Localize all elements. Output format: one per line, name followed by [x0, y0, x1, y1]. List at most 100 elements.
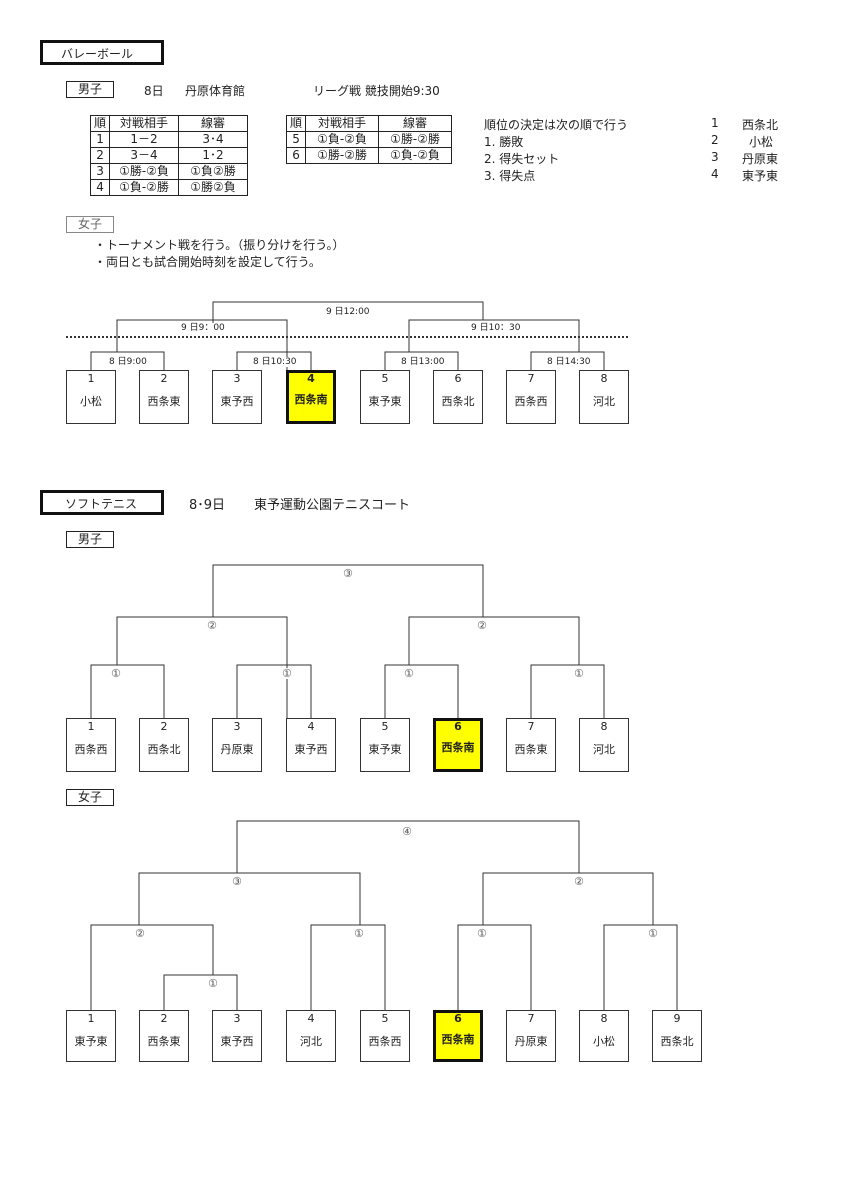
team-box: 5 東予東	[360, 718, 410, 772]
team-number: 6	[454, 372, 462, 385]
round-marker: ①	[207, 977, 219, 990]
ranking-rule: 3. 得失点	[484, 169, 536, 183]
table-cell: ①負②勝	[178, 163, 249, 180]
round-marker: ①	[281, 667, 293, 680]
standing-rank: 4	[711, 167, 719, 181]
team-box: 3 丹原東	[212, 718, 262, 772]
vb-boys-format: リーグ戦 競技開始9:30	[313, 84, 440, 98]
team-number: 3	[233, 372, 241, 385]
table-row: 6 ①勝-②勝 ①負-②負	[285, 147, 453, 164]
match-time-label: 8 日10:30	[251, 357, 299, 367]
team-box: 3 東予西	[212, 370, 262, 424]
team-number: 1	[87, 1012, 95, 1025]
match-time-label: 9 日9：00	[179, 323, 227, 333]
vb-boys-schedule-table-1: 順 対戦相手 線審 1 1－2 3･4 2 3－4 1･2 3 ①勝-②負 ①負…	[89, 115, 249, 196]
team-box: 8 小松	[579, 1010, 629, 1062]
vb-boys-day: 8日	[144, 84, 164, 98]
team-number: 8	[600, 720, 608, 733]
volleyball-section-title: バレーボール	[40, 40, 164, 65]
team-name: 河北	[593, 395, 615, 408]
team-name: 西条西	[74, 743, 108, 756]
team-box: 2 西条東	[139, 1010, 189, 1062]
team-box: 2 西条北	[139, 718, 189, 772]
team-number: 1	[87, 720, 95, 733]
team-name: 西条北	[147, 743, 181, 756]
team-box: 4 東予西	[286, 718, 336, 772]
standing-team: 西条北	[742, 118, 779, 132]
table-cell: 対戦相手	[109, 115, 180, 132]
team-name: 丹原東	[514, 1035, 548, 1048]
team-number: 6	[454, 720, 462, 733]
match-time-label: 8 日14:30	[545, 357, 593, 367]
vb-boys-schedule-table-2: 順 対戦相手 線審 5 ①負-②負 ①勝-②勝 6 ①勝-②勝 ①負-②負	[285, 115, 453, 164]
team-name: 小松	[80, 395, 102, 408]
table-cell: ①勝-②勝	[305, 147, 380, 164]
team-number: 5	[381, 1012, 389, 1025]
team-box: 7 西条東	[506, 718, 556, 772]
vb-girls-note: ・トーナメント戦を行う。（振り分けを行う。）	[94, 238, 345, 252]
team-name: 河北	[593, 743, 615, 756]
team-name: 西条東	[147, 395, 181, 408]
table-cell: 順	[285, 115, 307, 132]
table-row: 3 ①勝-②負 ①負②勝	[89, 163, 249, 180]
team-box: 5 西条西	[360, 1010, 410, 1062]
team-box: 3 東予西	[212, 1010, 262, 1062]
softtennis-venue: 東予運動公園テニスコート	[254, 498, 411, 513]
vb-girls-note: ・両日とも試合開始時刻を設定して行う。	[94, 255, 321, 269]
team-name: 小松	[593, 1035, 615, 1048]
table-header-row: 順 対戦相手 線審	[89, 115, 249, 132]
vb-boys-label: 男子	[66, 81, 114, 98]
table-cell: ①負-②勝	[109, 179, 180, 196]
team-box: 8 河北	[579, 370, 629, 424]
round-marker: ②	[134, 927, 146, 940]
match-time-label: 9 日10：30	[469, 323, 523, 333]
round-marker: ②	[476, 619, 488, 632]
team-box-highlighted: 6 西条南	[433, 1010, 483, 1062]
round-marker: ①	[573, 667, 585, 680]
standing-team: 東予東	[742, 169, 779, 183]
team-name: 西条南	[441, 741, 475, 754]
team-number: 2	[160, 1012, 168, 1025]
team-name: 西条東	[514, 743, 548, 756]
table-cell: ①勝-②負	[109, 163, 180, 180]
round-marker: ③	[231, 875, 243, 888]
round-marker: ④	[401, 825, 413, 838]
round-marker: ①	[476, 927, 488, 940]
team-box: 2 西条東	[139, 370, 189, 424]
standing-rank: 2	[711, 133, 719, 147]
team-box: 1 西条西	[66, 718, 116, 772]
round-marker: ③	[342, 567, 354, 580]
team-number: 1	[87, 372, 95, 385]
team-name: 西条北	[441, 395, 475, 408]
team-name: 西条東	[147, 1035, 181, 1048]
team-name: 河北	[300, 1035, 322, 1048]
table-cell: 6	[285, 147, 307, 164]
round-marker: ②	[573, 875, 585, 888]
softtennis-days: 8･9日	[189, 498, 226, 513]
match-time-label: 8 日9:00	[107, 357, 149, 367]
standing-team: 丹原東	[742, 152, 779, 166]
vb-girls-label: 女子	[66, 216, 114, 233]
team-name: 東予東	[368, 395, 402, 408]
team-box: 1 小松	[66, 370, 116, 424]
st-boys-label: 男子	[66, 531, 114, 548]
table-cell: 2	[89, 147, 111, 164]
match-time-label: 8 日13:00	[399, 357, 447, 367]
table-row: 5 ①負-②負 ①勝-②勝	[285, 131, 453, 148]
team-name: 西条西	[368, 1035, 402, 1048]
team-box: 7 西条西	[506, 370, 556, 424]
round-marker: ①	[403, 667, 415, 680]
team-number: 9	[673, 1012, 681, 1025]
softtennis-section-title: ソフトテニス	[40, 490, 164, 515]
standing-rank: 1	[711, 116, 719, 130]
team-number: 7	[527, 720, 535, 733]
team-box: 4 河北	[286, 1010, 336, 1062]
team-number: 3	[233, 1012, 241, 1025]
team-box: 5 東予東	[360, 370, 410, 424]
team-name: 東予西	[294, 743, 328, 756]
team-name: 西条西	[514, 395, 548, 408]
ranking-rule: 2. 得失セット	[484, 152, 560, 166]
table-cell: 4	[89, 179, 111, 196]
team-name: 西条北	[660, 1035, 694, 1048]
